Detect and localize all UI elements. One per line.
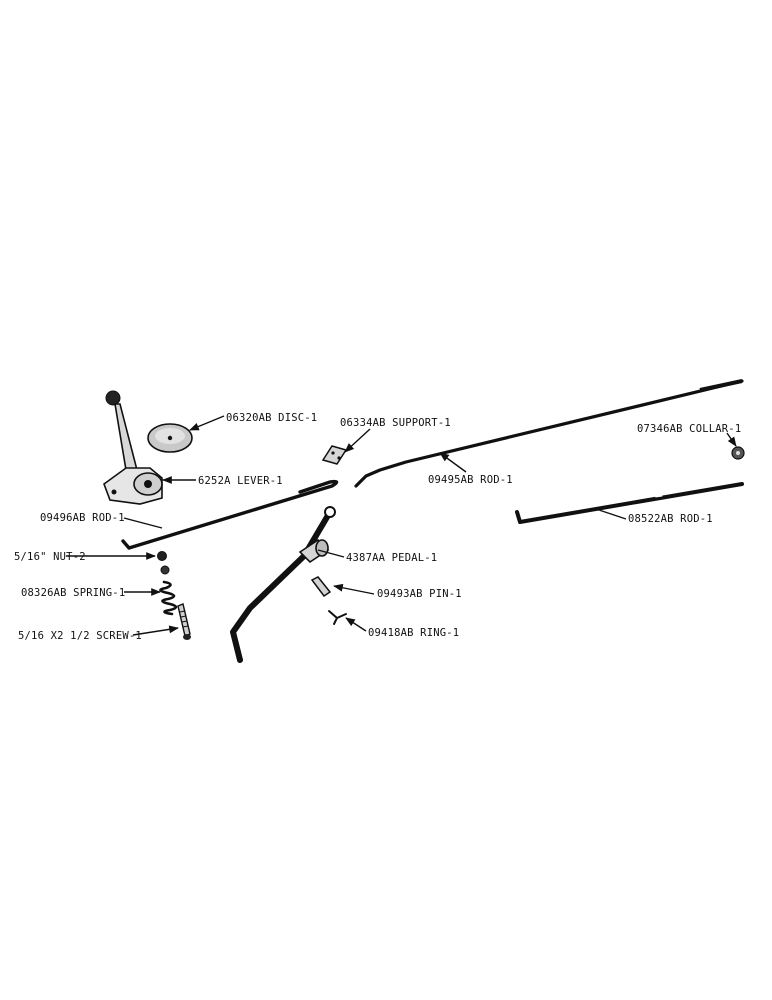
label-pedal: 4387AA PEDAL-1 bbox=[346, 552, 437, 564]
label-pin: 09493AB PIN-1 bbox=[377, 588, 462, 600]
leader-pin bbox=[333, 583, 375, 595]
label-disc: 06320AB DISC-1 bbox=[226, 412, 317, 424]
label-rod-08522: 08522AB ROD-1 bbox=[628, 513, 713, 525]
leader-disc bbox=[189, 415, 225, 431]
leader-rod-08522 bbox=[595, 508, 627, 520]
leader-pedal bbox=[317, 549, 345, 558]
pedal-part bbox=[230, 506, 336, 663]
leader-screw bbox=[132, 625, 179, 636]
label-ring: 09418AB RING-1 bbox=[368, 627, 459, 639]
rod-09496-part bbox=[121, 479, 339, 550]
leader-rod-09495 bbox=[439, 452, 467, 473]
leader-ring bbox=[345, 617, 367, 632]
label-rod-09495: 09495AB ROD-1 bbox=[428, 474, 513, 486]
support-part bbox=[321, 445, 348, 465]
pin-part bbox=[310, 576, 332, 598]
ring-part bbox=[328, 610, 347, 625]
leader-support bbox=[344, 428, 371, 453]
rod-09495-part bbox=[354, 379, 744, 488]
label-screw: 5/16 X2 1/2 SCREW-1 bbox=[18, 630, 142, 642]
spring-part bbox=[159, 580, 178, 616]
label-rod-09496: 09496AB ROD-1 bbox=[40, 512, 125, 524]
rod-08522-part bbox=[515, 482, 744, 524]
disc-part bbox=[147, 423, 193, 453]
label-support: 06334AB SUPPORT-1 bbox=[340, 417, 451, 429]
label-nut: 5/16" NUT-2 bbox=[14, 551, 86, 563]
nut-part bbox=[157, 551, 170, 575]
label-spring: 08326AB SPRING-1 bbox=[21, 587, 125, 599]
collar-part bbox=[731, 446, 745, 460]
leader-collar bbox=[726, 432, 737, 447]
label-lever: 6252A LEVER-1 bbox=[198, 475, 283, 487]
leader-rod-09496 bbox=[123, 517, 163, 529]
lever-part bbox=[103, 390, 163, 505]
screw-part bbox=[177, 603, 191, 640]
label-collar: 07346AB COLLAR-1 bbox=[637, 423, 741, 435]
